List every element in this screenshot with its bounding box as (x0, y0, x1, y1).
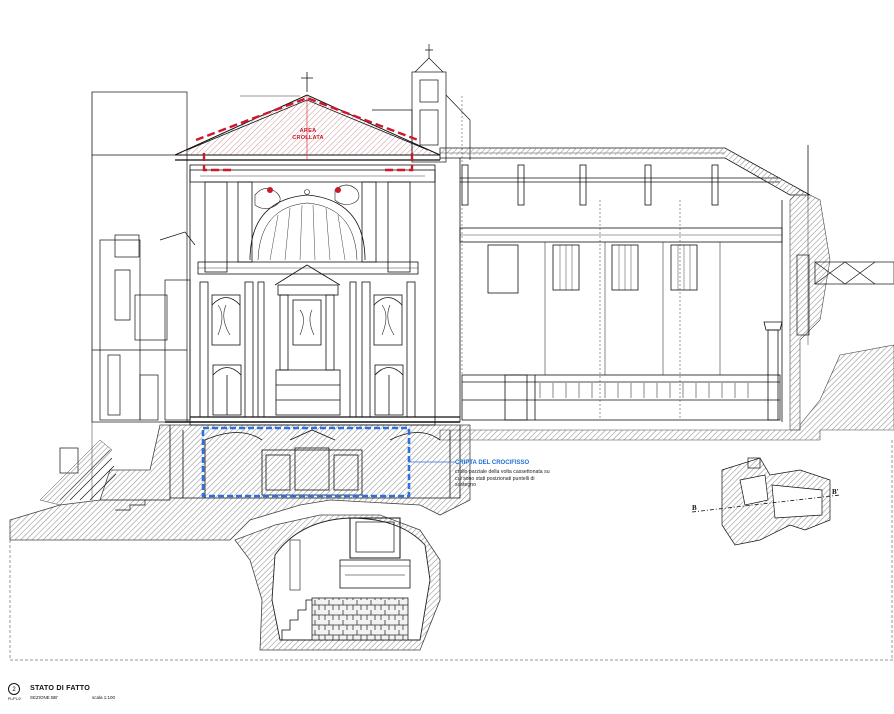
drawing-number: 2 (8, 683, 20, 695)
crypt-note: crollo parziale della volta cassettonata… (455, 469, 550, 489)
nave-section (439, 147, 811, 422)
crypt-title: CRIPTA DEL CROCIFISSO (455, 460, 530, 466)
key-plan (691, 457, 841, 546)
drawing-ref: PL/PL/2 (8, 697, 21, 701)
dimension-lines (9, 92, 894, 661)
collapsed-area-label: AREA CROLLATA (288, 128, 328, 142)
collapsed-area-outline (195, 96, 419, 172)
church-central-section (165, 72, 460, 426)
bell-tower (372, 44, 471, 163)
section-mark-left: B (692, 504, 697, 512)
drawing-title: STATO DI FATTO (30, 683, 91, 692)
section-mark-right: B' (832, 488, 839, 496)
angel-sculptures (217, 184, 395, 336)
left-annex (59, 91, 196, 501)
drawing-scale: scala 1:100 (92, 695, 116, 700)
crypt-outline (201, 426, 455, 498)
collapsed-area-label-line1: AREA (299, 128, 317, 134)
drawing-subtitle: SEZIONE BB' (30, 695, 58, 700)
collapsed-area-label-line2: CROLLATA (292, 135, 324, 141)
lower-crypt-cavity (271, 517, 431, 641)
